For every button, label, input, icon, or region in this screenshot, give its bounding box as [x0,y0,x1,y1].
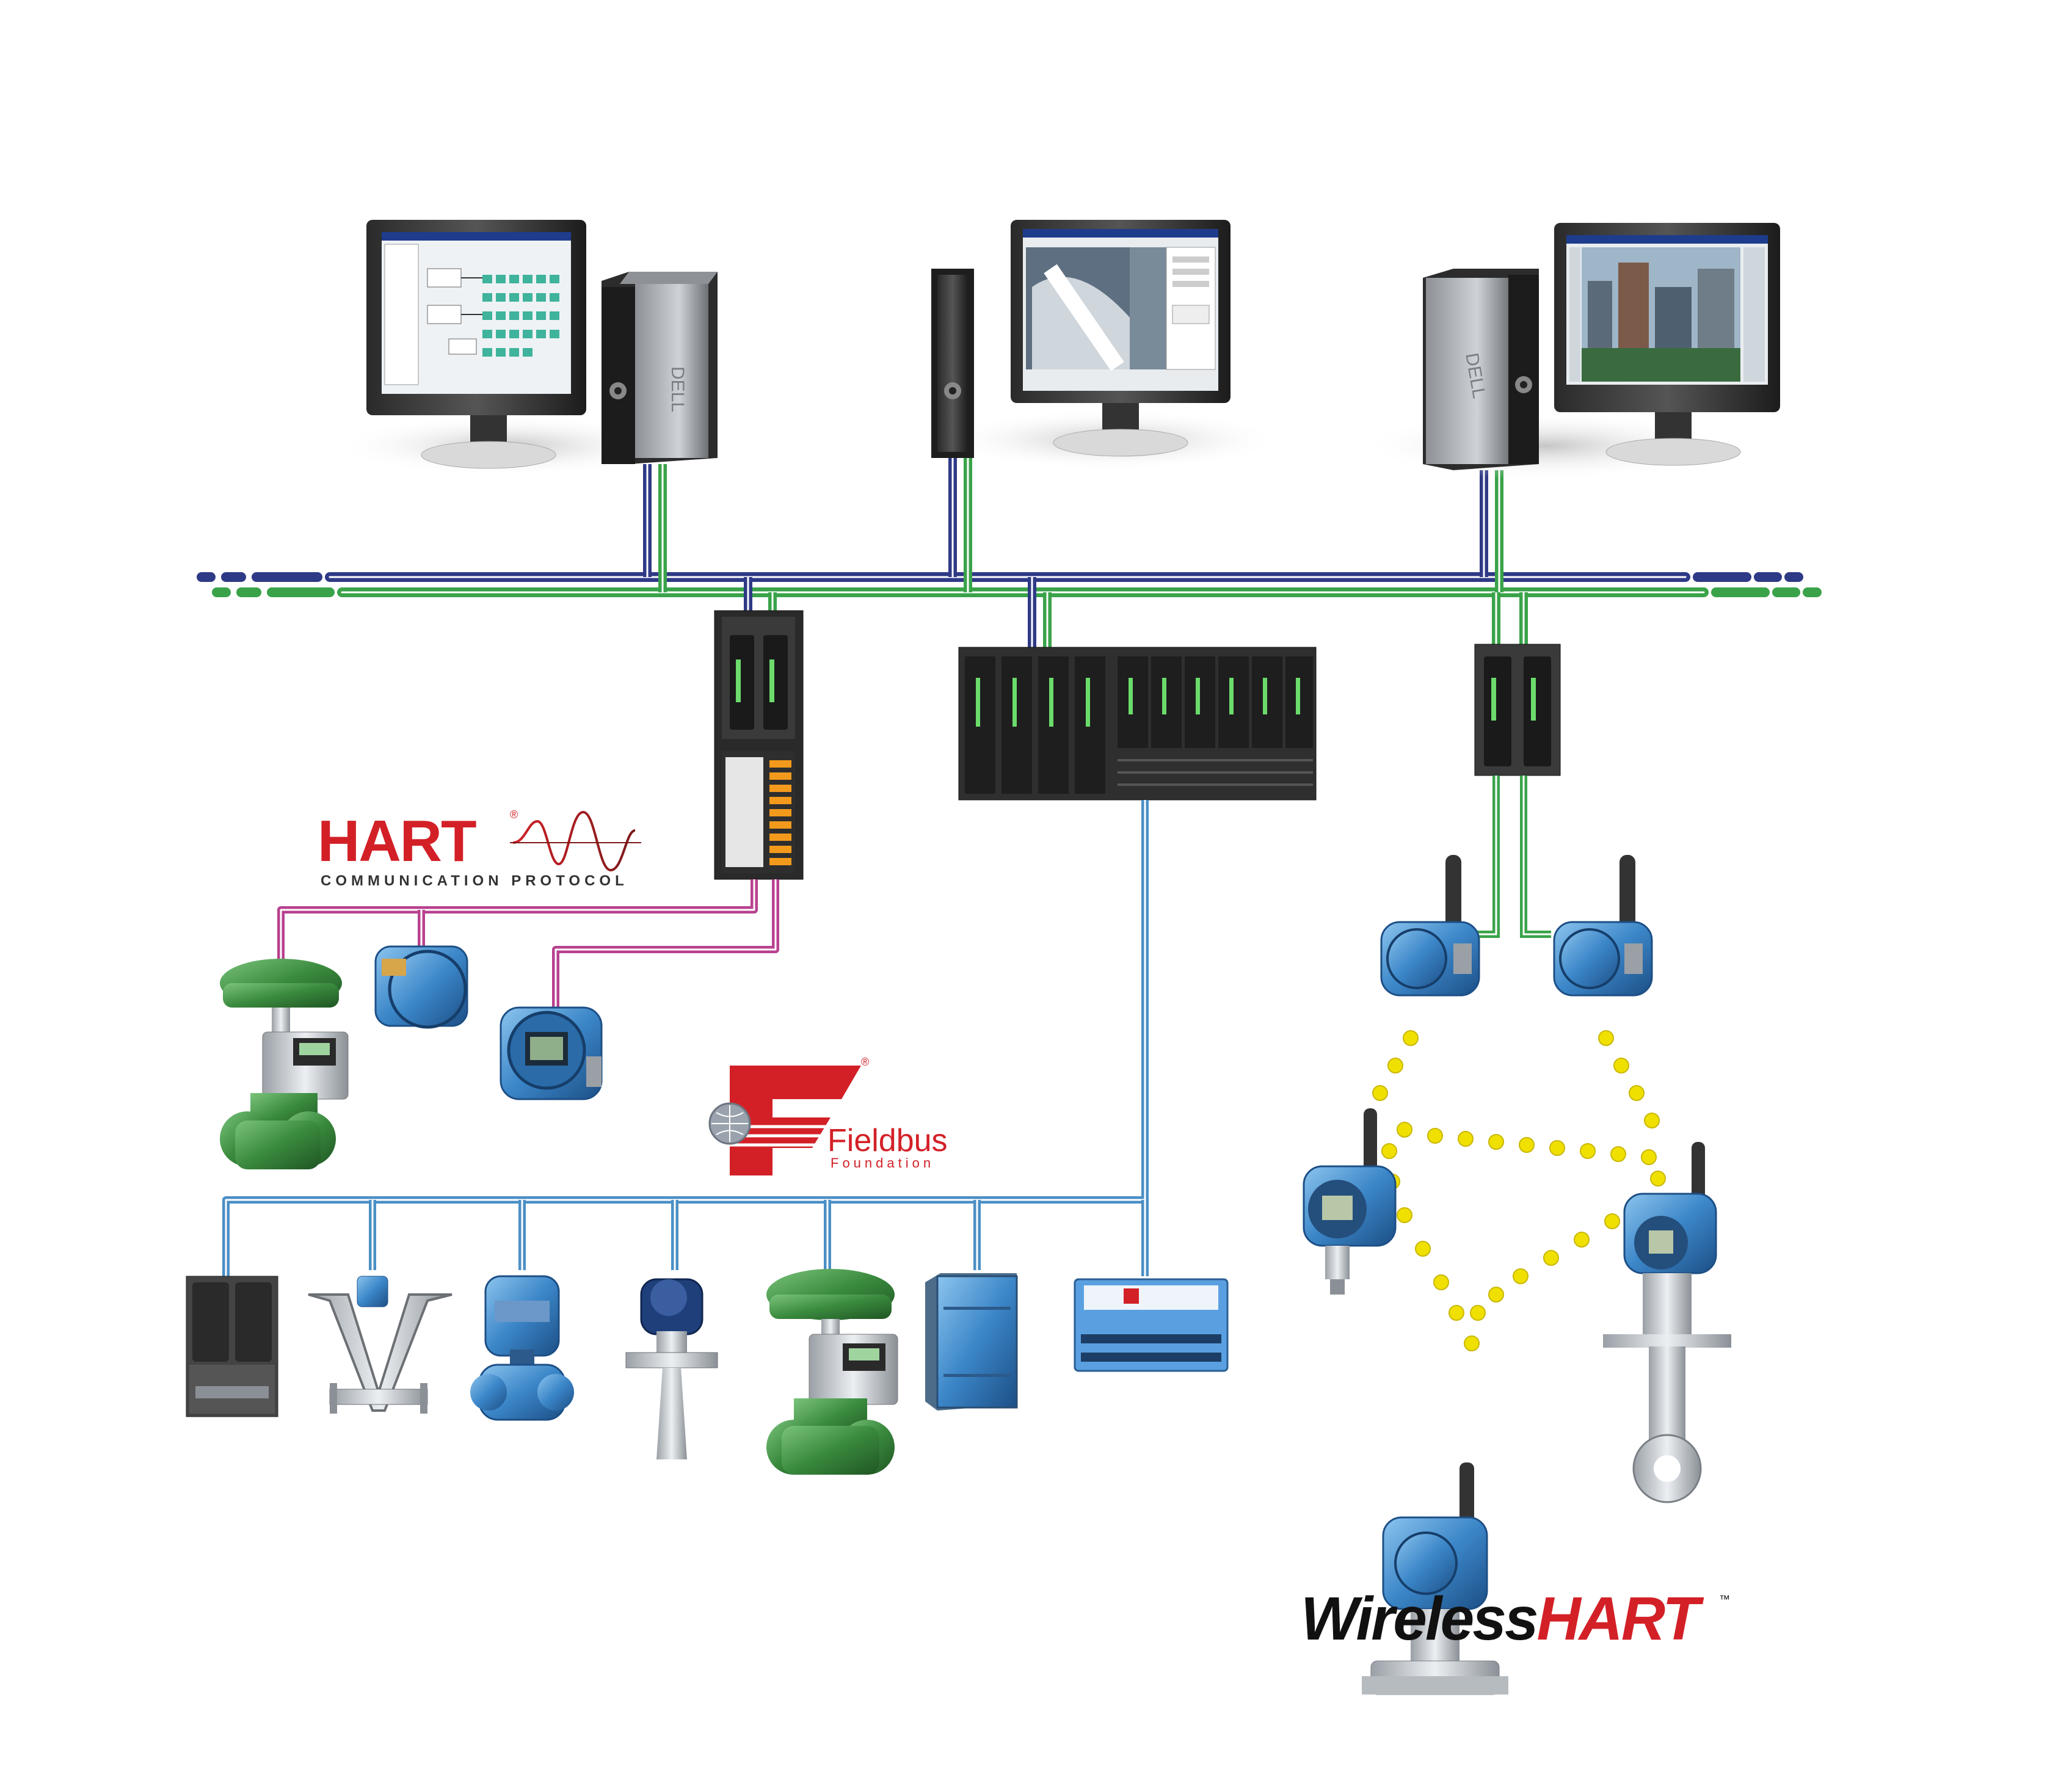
fieldbus-logo-registered: ® [861,1056,869,1068]
fieldbus-control-valve [766,1269,898,1475]
hart-wiring [281,879,776,1008]
control-network [202,458,1817,650]
tower-pc-3: DELL [1423,269,1539,470]
wireless-mesh-links [1373,1031,1665,1351]
fieldbus-logo-word: Fieldbus [827,1123,948,1158]
workstation-2 [931,220,1282,470]
svg-text:WirelessHART: WirelessHART [1301,1585,1704,1653]
hart-wave-icon [513,812,635,870]
hart-logo-registered: ® [510,808,518,821]
fieldbus-wiring-block [1075,1279,1227,1371]
fieldbus-coriolis-meter [308,1276,452,1414]
controller-hart-io [714,611,803,879]
wireless-gateway-wiring [1472,776,1551,934]
svg-text:DELL: DELL [667,366,688,412]
fieldbus-logo-sub: Foundation [831,1155,934,1171]
tower-pc-2 [931,269,974,458]
wireless-pressure-transmitter-left [1304,1108,1395,1295]
wirelesshart-logo: WirelessHART ™ [1301,1585,1730,1653]
fieldbus-magnetic-flowmeter [470,1276,574,1420]
wireless-adapter-left [1381,855,1479,995]
hart-logo: HART ® COMMUNICATION PROTOCOL [318,808,641,889]
hart-temperature-transmitter [376,946,467,1027]
wireless-adapter-right [1554,855,1652,995]
hart-control-valve [220,959,348,1169]
controller-wireless [1475,644,1560,776]
wirelesshart-logo-part1: Wireless [1301,1585,1537,1653]
fieldbus-junction-box [925,1273,1017,1411]
tower-pc-1: DELL [602,272,718,464]
wirelesshart-logo-tm: ™ [1719,1593,1730,1605]
fieldbus-radar-level-transmitter [626,1279,718,1459]
fieldbus-foundation-logo: ® Fieldbus Foundation [710,1056,948,1175]
wireless-dp-transmitter-bottom [1362,1462,1508,1695]
fieldbus-power-conditioner [186,1276,278,1417]
wirelesshart-logo-part2: HART [1536,1585,1704,1653]
plant-graphics-screen [1026,247,1215,369]
hart-logo-subtitle: COMMUNICATION PROTOCOL [321,873,628,889]
workstation-1: DELL [336,220,718,476]
wireless-flow-transmitter-right [1603,1142,1731,1502]
workstation-3: DELL [1362,223,1780,479]
hart-display-transmitter [501,1008,602,1099]
hart-logo-word: HART [318,808,476,874]
plant-photo-screen [1569,247,1765,382]
controller-fieldbus-rack [959,647,1316,800]
